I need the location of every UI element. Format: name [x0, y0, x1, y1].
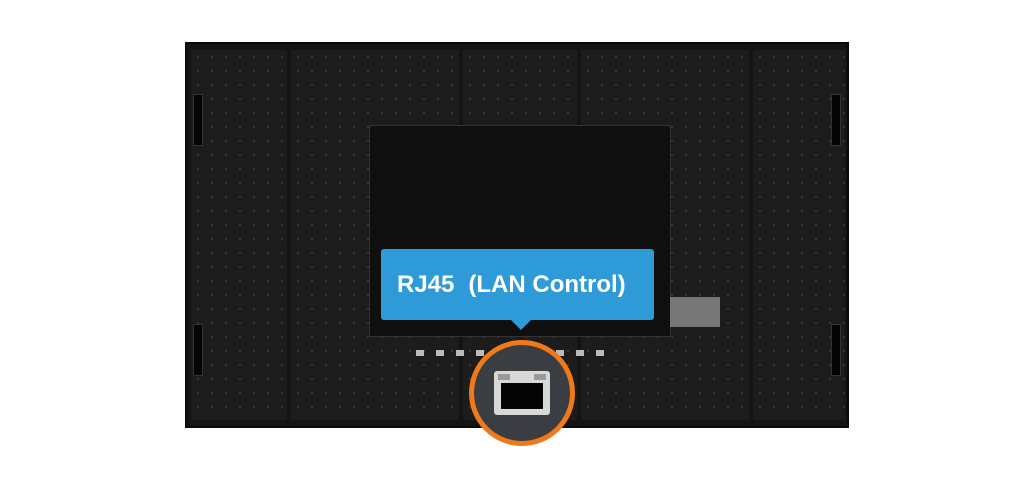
- handle: [193, 324, 203, 376]
- handle: [193, 94, 203, 146]
- port-description: (LAN Control): [468, 270, 626, 298]
- handle: [831, 324, 841, 376]
- rj45-port-icon: [494, 371, 550, 415]
- rear-panel-left: [191, 50, 287, 420]
- handle: [831, 94, 841, 146]
- product-label: [670, 297, 720, 327]
- rear-panel-right: [753, 50, 845, 420]
- rj45-port-highlight: [469, 340, 575, 446]
- port-callout: RJ45 (LAN Control): [381, 249, 654, 330]
- port-name: RJ45: [397, 270, 455, 298]
- monitor-rear-view: [185, 42, 849, 428]
